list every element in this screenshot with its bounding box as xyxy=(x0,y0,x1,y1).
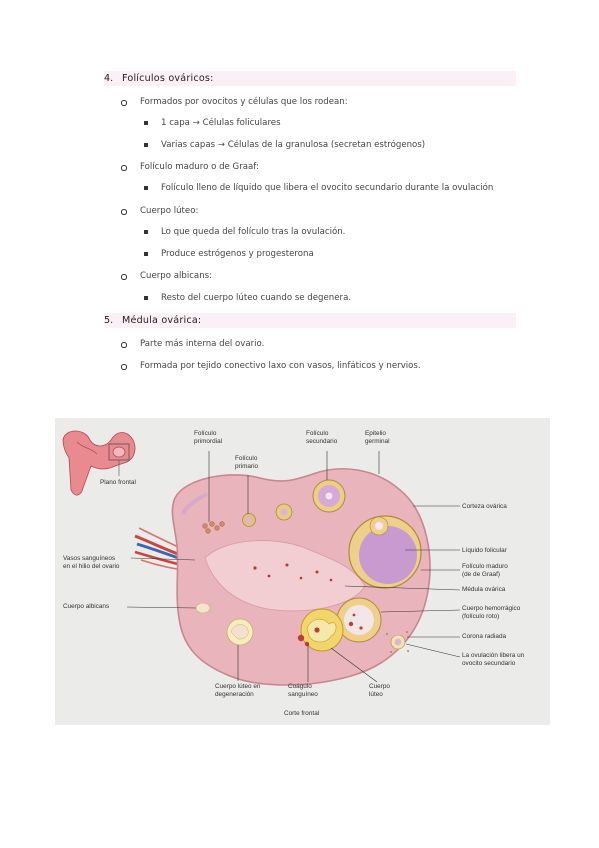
sub-list-item: Varias capas → Células de la granulosa (… xyxy=(161,140,426,150)
square-bullet-icon xyxy=(144,252,148,256)
corpus-luteum xyxy=(300,608,344,652)
medulla-vessels xyxy=(253,563,333,582)
label-corona-radiada: Corona radiada xyxy=(462,633,507,640)
section-title: Médula ovárica: xyxy=(122,315,202,326)
list-item: Parte más interna del ovario. xyxy=(140,339,265,349)
label-cuerpo-luteo-degeneracion: Cuerpo lúteo en degeneración xyxy=(215,683,261,698)
label-coagulo-sanguineo: Coágulo sanguíneo xyxy=(288,683,318,698)
label-epitelio-germinal: Epitelio germinal xyxy=(365,430,390,445)
circle-bullet-icon xyxy=(121,342,127,348)
section-title: Folículos ováricos: xyxy=(122,73,214,84)
label-medula-ovarica: Médula ovárica xyxy=(462,586,506,593)
ovary-illustration xyxy=(62,430,461,686)
circle-bullet-icon xyxy=(121,209,127,215)
label-foliculo-secundario: Folículo secundario xyxy=(306,430,338,445)
list-item: Folículo maduro o de Graaf: xyxy=(140,162,259,172)
square-bullet-icon xyxy=(144,121,148,125)
ovary-medulla xyxy=(204,540,366,612)
section-heading-folliculos: 4. Folículos ováricos: xyxy=(104,71,516,86)
sub-list-item: Produce estrógenos y progesterona xyxy=(161,249,314,259)
label-plano-frontal: Plano frontal xyxy=(100,479,136,486)
circle-bullet-icon xyxy=(121,274,127,280)
list-item: Cuerpo lúteo: xyxy=(140,206,199,216)
mature-follicle xyxy=(348,515,422,589)
primordial-follicles xyxy=(202,521,225,534)
ovary-diagram-figure: Plano frontal Folículo primordial Folícu… xyxy=(55,418,550,725)
label-corteza-ovarica: Corteza ovárica xyxy=(462,503,507,510)
label-foliculo-primario: Folículo primario xyxy=(235,455,259,470)
label-foliculo-maduro: Folículo maduro (de de Graaf) xyxy=(462,563,508,578)
secondary-follicle xyxy=(312,479,346,513)
primary-follicle xyxy=(242,513,256,527)
uterus-thumbnail xyxy=(62,430,136,496)
label-corte-frontal: Corte frontal xyxy=(284,710,320,717)
circle-bullet-icon xyxy=(121,364,127,370)
sub-list-item: Folículo lleno de líquido que libera el … xyxy=(161,183,494,193)
developing-follicle xyxy=(275,503,293,521)
square-bullet-icon xyxy=(144,296,148,300)
label-cuerpo-albicans: Cuerpo albicans xyxy=(63,603,110,610)
list-item: Formada por tejido conectivo laxo con va… xyxy=(140,361,421,371)
label-liquido-folicular: Líquido folicular xyxy=(462,547,507,554)
ovulated-oocyte xyxy=(386,631,409,653)
sub-list-item: Resto del cuerpo lúteo cuando se degener… xyxy=(161,293,352,303)
label-foliculo-primordial: Folículo primordial xyxy=(194,430,223,445)
label-leader-lines xyxy=(126,451,461,683)
label-cuerpo-hemorragico: Cuerpo hemorrágico (folículo roto) xyxy=(462,605,521,620)
circle-bullet-icon xyxy=(121,165,127,171)
label-vasos-sanguineos: Vasos sanguíneos en el hilio del ovario xyxy=(63,555,120,570)
degenerating-corpus-luteum xyxy=(226,618,254,646)
circle-bullet-icon xyxy=(121,100,127,106)
square-bullet-icon xyxy=(144,186,148,190)
sub-list-item: Lo que queda del folículo tras la ovulac… xyxy=(161,227,346,237)
square-bullet-icon xyxy=(144,143,148,147)
list-item: Cuerpo albicans: xyxy=(140,271,213,281)
sub-list-item: 1 capa → Células foliculares xyxy=(161,118,281,128)
list-item: Formados por ovocitos y células que los … xyxy=(140,97,348,107)
square-bullet-icon xyxy=(144,230,148,234)
ruptured-follicle xyxy=(336,597,382,643)
section-heading-medula: 5. Médula ovárica: xyxy=(104,313,516,328)
label-ovulacion: La ovulación libera un ovocito secundari… xyxy=(462,652,525,667)
corpus-albicans xyxy=(195,602,211,614)
label-cuerpo-luteo: Cuerpo lúteo xyxy=(369,683,390,698)
section-number: 4. xyxy=(104,73,114,84)
section-number: 5. xyxy=(104,315,114,326)
